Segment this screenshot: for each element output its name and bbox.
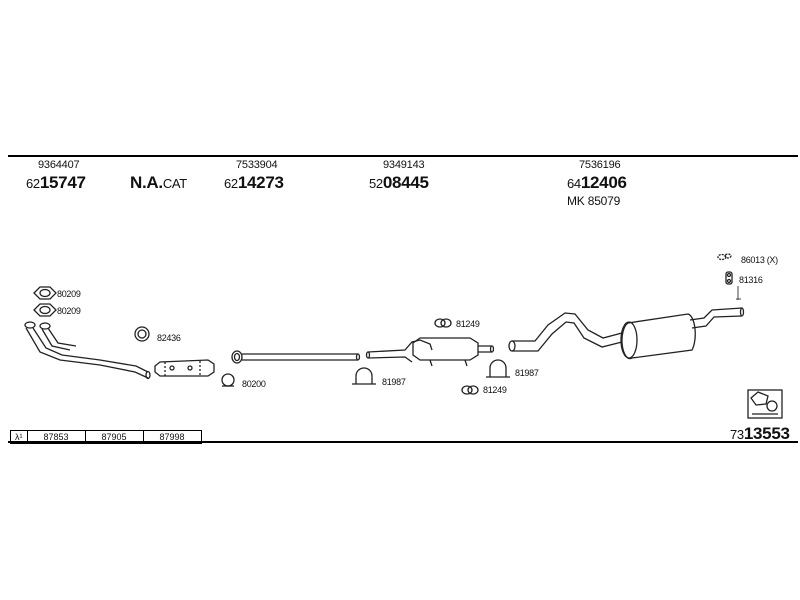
- hanger-icon: [725, 271, 733, 285]
- part-number-2: 6214273: [224, 173, 284, 192]
- label-clamp-left: 80200: [242, 379, 266, 389]
- clamp-icon-mid: [352, 367, 376, 385]
- middle-pipe-part: [231, 350, 361, 364]
- label-gasket-top: 80209: [57, 289, 81, 299]
- label-ring: 82436: [157, 333, 181, 343]
- rear-pipe-part: [508, 312, 623, 352]
- part-number-1: 6215747: [26, 173, 86, 192]
- part-ref-1: 9364407: [38, 159, 80, 171]
- part-number-4: 6412406: [567, 173, 627, 192]
- clamp-icon-right: [486, 359, 510, 378]
- front-pipe-part: [24, 321, 151, 380]
- reference-cell: 87853: [28, 431, 86, 443]
- rubber-mount-icon-lower: [461, 385, 479, 395]
- reference-table: λ¹ 87853 87905 87998: [10, 430, 202, 444]
- clamp-icon-left: [221, 373, 235, 387]
- bottom-rule: [8, 441, 798, 443]
- label-hanger: 81316: [739, 275, 763, 285]
- hanger-icon-x: [717, 253, 732, 261]
- label-clamp-right: 81987: [515, 368, 539, 378]
- part-ref-4: 7536196: [579, 159, 621, 171]
- catalytic-converter-part: [154, 359, 215, 377]
- lambda-symbol: λ¹: [11, 431, 28, 443]
- kit-number: MK 85079: [567, 194, 621, 208]
- catalogue-badge-icon: [747, 389, 783, 419]
- reference-cell: 87998: [159, 432, 185, 442]
- center-silencer-part: [365, 337, 495, 367]
- rubber-mount-icon-upper: [434, 318, 452, 328]
- label-rubber-upper: 81249: [456, 319, 480, 329]
- na-cat-label: N.A.CAT: [130, 173, 187, 192]
- gasket-icon-bottom: [33, 303, 57, 317]
- part-number-3: 5208445: [369, 173, 429, 192]
- label-rubber-lower: 81249: [483, 385, 507, 395]
- part-ref-3: 9349143: [383, 159, 425, 171]
- part-ref-2: 7533904: [236, 159, 278, 171]
- gasket-icon-top: [33, 286, 57, 300]
- top-rule: [8, 155, 798, 157]
- label-hanger-x: 86013 (X): [741, 255, 778, 265]
- ring-icon: [134, 326, 150, 342]
- rear-silencer-part: [620, 307, 745, 360]
- label-clamp-mid: 81987: [382, 377, 406, 387]
- diagram-code: 7313553: [730, 424, 790, 443]
- label-gasket-bottom: 80209: [57, 306, 81, 316]
- reference-cell: 87905: [86, 431, 144, 443]
